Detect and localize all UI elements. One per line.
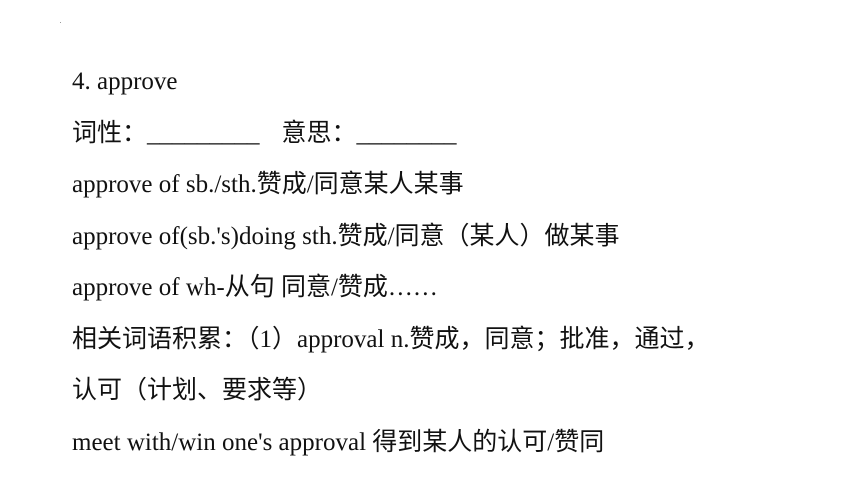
pos-blank: _________ <box>147 119 260 147</box>
usage-line-3: approve of wh-从句 同意/赞成…… <box>72 274 438 301</box>
pos-label: 词性： <box>72 119 148 147</box>
heading: 4. approve <box>72 68 178 95</box>
slide-content: 4. approve 词性：_________ 意思：________ appro… <box>72 56 830 468</box>
usage-line-2: approve of(sb.'s)doing sth.赞成/同意（某人）做某事 <box>72 222 620 250</box>
usage-line-1: approve of sb./sth.赞成/同意某人某事 <box>72 171 464 198</box>
related-words-line: 相关词语积累：（1）approval n.赞成，同意；批准，通过， <box>72 325 710 353</box>
fill-in-row: 词性：_________ 意思：________ <box>72 108 830 160</box>
decorative-dot <box>60 22 61 23</box>
related-words-continuation: 认可（计划、要求等） <box>72 377 323 404</box>
meaning-label: 意思： <box>281 119 357 147</box>
usage-line-4: meet with/win one's approval 得到某人的认可/赞同 <box>72 428 605 456</box>
meaning-blank: ________ <box>356 119 457 147</box>
